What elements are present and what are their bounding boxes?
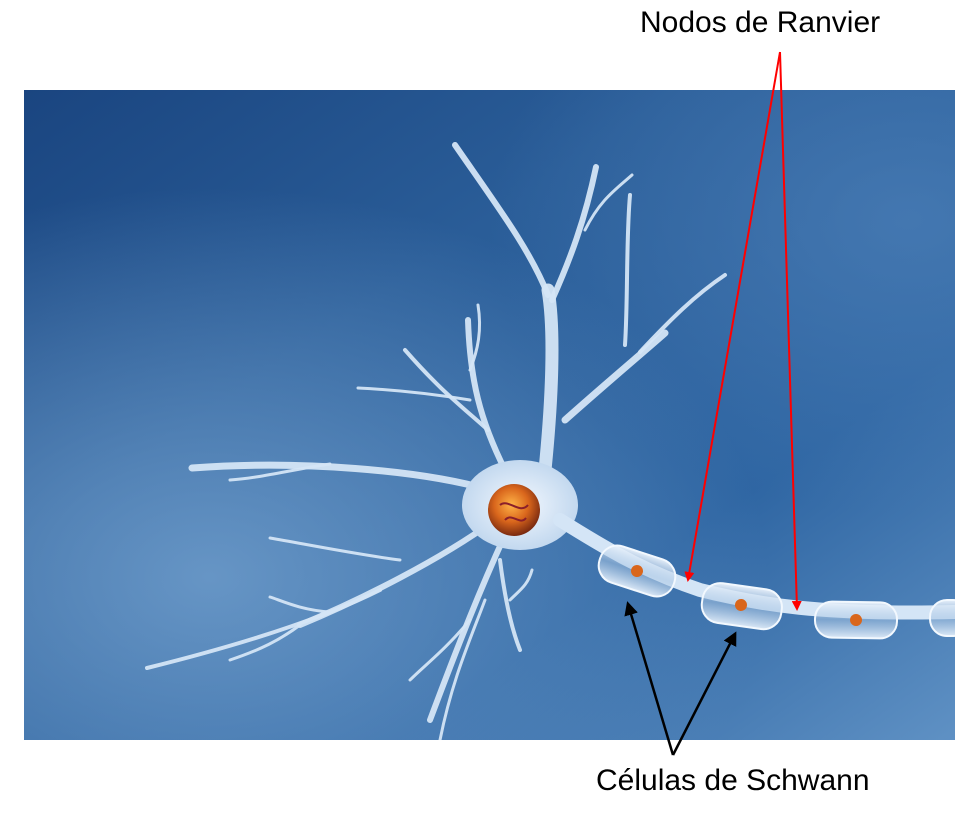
- nucleus: [488, 484, 540, 536]
- neuron-illustration: [24, 90, 955, 740]
